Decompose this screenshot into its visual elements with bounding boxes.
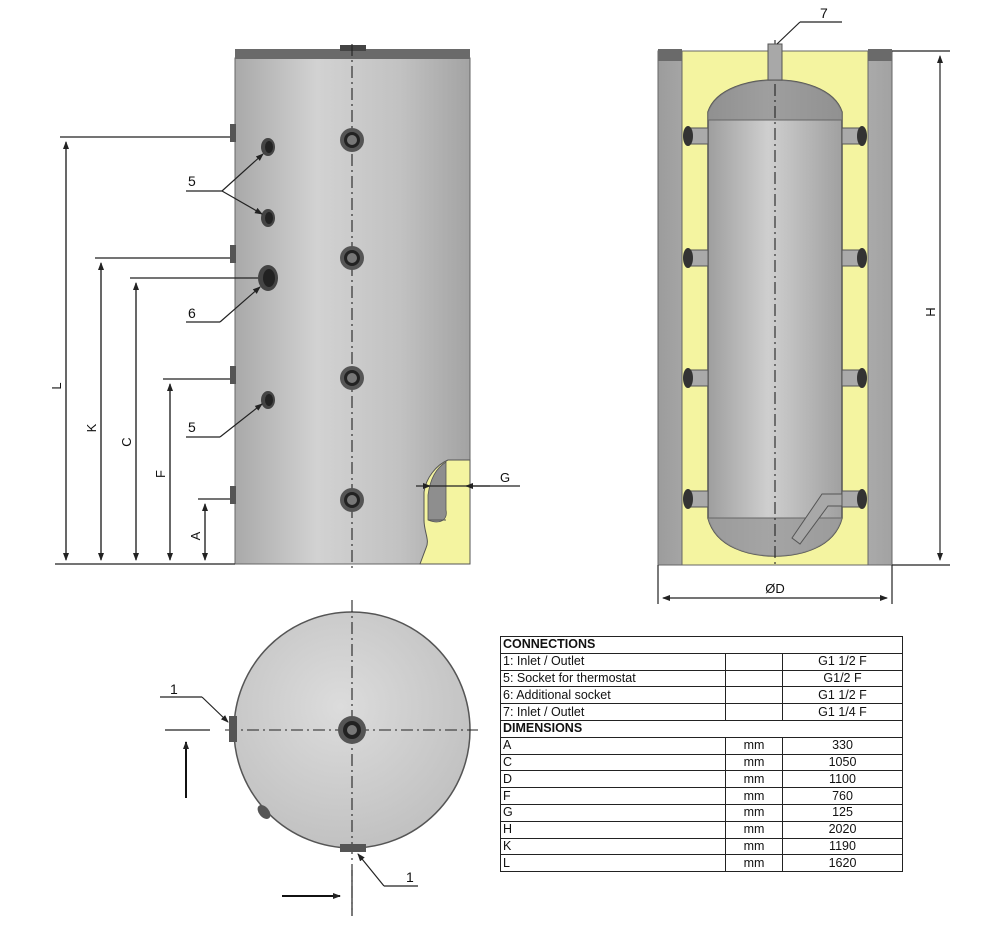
table-cell-unit: mm: [725, 820, 783, 839]
callout-1-left: 1: [170, 681, 178, 697]
table-cell-value: 2020: [782, 820, 903, 839]
table-cell-value: 330: [782, 736, 903, 755]
front-top-connection: [340, 45, 366, 51]
table-cell-unit: mm: [725, 787, 783, 805]
table-row: 1: Inlet / Outlet G1 1/2 F: [500, 652, 903, 671]
table-cell-label: 6: Additional socket: [500, 686, 726, 705]
section-right-connectors: [841, 126, 867, 509]
table-cell-unit: [725, 686, 783, 705]
thermostat-socket-middle: [261, 209, 275, 227]
thermostat-socket-top: [261, 138, 275, 156]
connections-title: CONNECTIONS: [500, 636, 903, 654]
table-cell-value: 1100: [782, 770, 903, 789]
table-row: 6: Additional socket G1 1/2 F: [500, 686, 903, 705]
front-socket-3: [340, 366, 364, 390]
thermostat-socket-bottom: [261, 391, 275, 409]
table-cell-value: 1620: [782, 854, 903, 873]
table-cell-unit: [725, 703, 783, 721]
section-left-connectors: [683, 126, 709, 509]
section-internal-pipe: [791, 493, 843, 545]
table-cell-label: G: [500, 803, 726, 822]
table-row: A mm 330: [500, 736, 903, 755]
dimensions-header-row: DIMENSIONS: [500, 719, 903, 738]
callout-6: 6: [188, 305, 196, 321]
label-G: G: [500, 470, 510, 485]
table-cell-unit: mm: [725, 770, 783, 789]
table-cell-label: A: [500, 736, 726, 755]
section-view: 7 H ØD: [657, 5, 950, 604]
table-row: L mm 1620: [500, 854, 903, 873]
label-F: F: [153, 470, 168, 478]
additional-socket: [258, 265, 278, 291]
callout-7: 7: [820, 5, 828, 21]
dimensions-title: DIMENSIONS: [500, 719, 903, 738]
table-cell-value: G1 1/4 F: [782, 703, 903, 721]
table-cell-label: D: [500, 770, 726, 789]
top-view: 1 1: [160, 600, 478, 916]
table-cell-label: 5: Socket for thermostat: [500, 669, 726, 688]
specification-table: CONNECTIONS 1: Inlet / Outlet G1 1/2 F 5…: [500, 636, 903, 873]
top-view-center-socket: [338, 716, 366, 744]
top-connection-7: [767, 43, 783, 81]
label-D: ØD: [765, 581, 785, 596]
table-row: 7: Inlet / Outlet G1 1/4 F: [500, 703, 903, 721]
table-row: F mm 760: [500, 787, 903, 805]
table-cell-unit: [725, 669, 783, 688]
table-cell-value: G1 1/2 F: [782, 652, 903, 671]
table-row: C mm 1050: [500, 753, 903, 772]
label-C: C: [119, 437, 134, 446]
table-row: G mm 125: [500, 803, 903, 822]
front-socket-4: [340, 488, 364, 512]
table-row: K mm 1190: [500, 837, 903, 856]
callout-5-bottom: 5: [188, 419, 196, 435]
table-row: 5: Socket for thermostat G1/2 F: [500, 669, 903, 688]
label-H: H: [923, 307, 938, 316]
table-cell-value: 760: [782, 787, 903, 805]
table-row: D mm 1100: [500, 770, 903, 789]
table-cell-label: H: [500, 820, 726, 839]
front-socket-1: [340, 128, 364, 152]
callout-5-top: 5: [188, 173, 196, 189]
table-cell-label: 1: Inlet / Outlet: [500, 652, 726, 671]
table-cell-value: 125: [782, 803, 903, 822]
table-cell-unit: [725, 652, 783, 671]
table-cell-value: G1/2 F: [782, 669, 903, 688]
table-cell-value: G1 1/2 F: [782, 686, 903, 705]
table-cell-label: K: [500, 837, 726, 856]
table-cell-label: C: [500, 753, 726, 772]
table-cell-unit: mm: [725, 753, 783, 772]
table-cell-label: 7: Inlet / Outlet: [500, 703, 726, 721]
table-cell-label: F: [500, 787, 726, 805]
table-cell-label: L: [500, 854, 726, 873]
table-cell-unit: mm: [725, 803, 783, 822]
front-socket-2: [340, 246, 364, 270]
label-L: L: [49, 382, 64, 389]
table-cell-unit: mm: [725, 837, 783, 856]
front-view: L K C F A 5 6 5 G: [49, 44, 520, 568]
table-row: H mm 2020: [500, 820, 903, 839]
table-cell-unit: mm: [725, 854, 783, 873]
label-K: K: [84, 423, 99, 432]
label-A: A: [188, 531, 203, 540]
connections-header-row: CONNECTIONS: [500, 636, 903, 654]
table-cell-value: 1190: [782, 837, 903, 856]
table-cell-unit: mm: [725, 736, 783, 755]
table-cell-value: 1050: [782, 753, 903, 772]
callout-1-bottom: 1: [406, 869, 414, 885]
